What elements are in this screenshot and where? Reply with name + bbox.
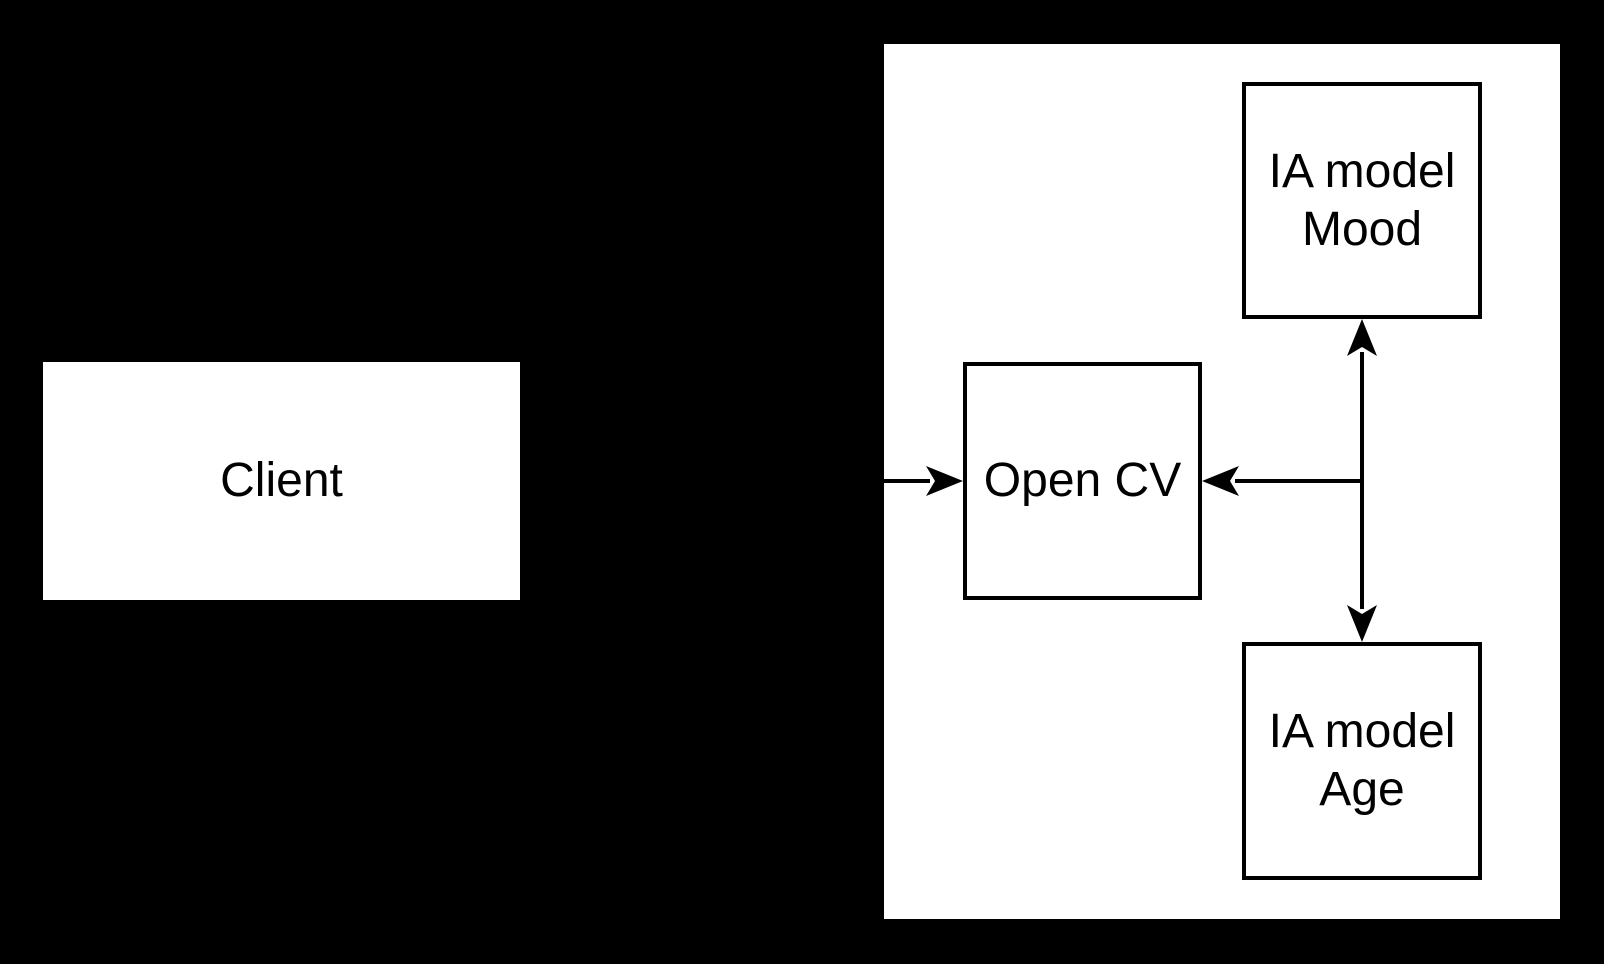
node-ia-model-age-label-line1: IA model [1268, 705, 1456, 758]
node-ia-model-mood-label-line2: Mood [1301, 202, 1423, 256]
node-ia-model-mood: IA model Mood [1242, 82, 1482, 319]
node-ia-model-mood-label-line1: IA model [1268, 144, 1456, 198]
node-ia-model-age: IA model Age [1242, 642, 1482, 880]
node-opencv: Open CV [963, 362, 1202, 600]
node-client: Client [43, 362, 520, 600]
node-client-label: Client [220, 454, 343, 507]
node-ia-model-age-label-line2: Age [1319, 763, 1405, 816]
node-opencv-label: Open CV [983, 454, 1182, 507]
